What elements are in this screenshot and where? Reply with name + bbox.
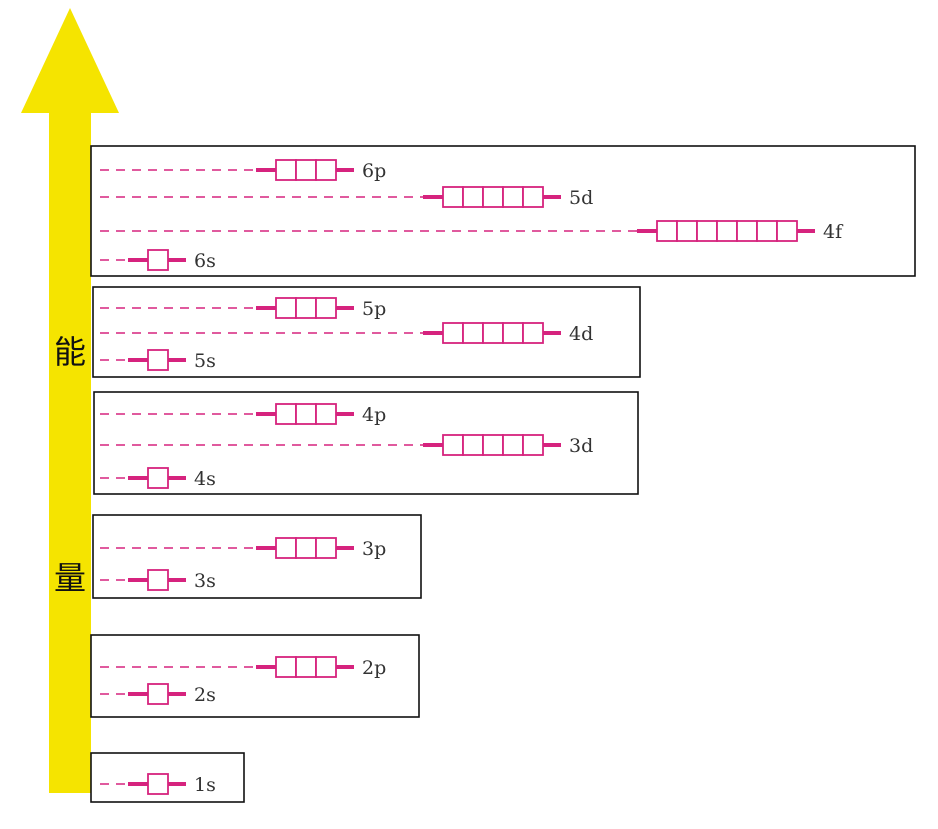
orbital-label: 2s bbox=[194, 684, 216, 706]
orbital-box bbox=[442, 322, 464, 344]
orbital-box bbox=[147, 467, 169, 489]
orbital-label: 4s bbox=[194, 468, 216, 490]
orbital-6s: 6s bbox=[100, 249, 216, 272]
orbital-box bbox=[315, 537, 337, 559]
orbital-box bbox=[656, 220, 678, 242]
orbital-label: 3s bbox=[194, 570, 216, 592]
orbital-2s: 2s bbox=[100, 683, 216, 706]
orbital-box bbox=[315, 656, 337, 678]
orbital-box bbox=[462, 186, 484, 208]
orbital-box bbox=[295, 297, 317, 319]
orbital-box bbox=[462, 322, 484, 344]
orbital-3p: 3p bbox=[100, 537, 386, 560]
orbital-5s: 5s bbox=[100, 349, 216, 372]
orbital-box bbox=[275, 537, 297, 559]
orbital-box bbox=[522, 434, 544, 456]
orbital-box bbox=[315, 403, 337, 425]
orbital-label: 2p bbox=[362, 657, 386, 679]
orbital-2p: 2p bbox=[100, 656, 386, 679]
orbital-box bbox=[462, 434, 484, 456]
orbital-label: 6p bbox=[362, 160, 386, 182]
orbital-3d: 3d bbox=[100, 434, 593, 457]
orbital-box bbox=[482, 434, 504, 456]
orbital-box bbox=[442, 434, 464, 456]
orbital-box bbox=[275, 403, 297, 425]
orbital-label: 3d bbox=[569, 435, 593, 457]
shell-6-frame bbox=[90, 145, 916, 277]
orbital-6p: 6p bbox=[100, 159, 386, 182]
orbital-5p: 5p bbox=[100, 297, 386, 320]
orbital-box bbox=[315, 159, 337, 181]
orbital-box bbox=[295, 403, 317, 425]
orbital-box bbox=[482, 322, 504, 344]
orbital-1s: 1s bbox=[100, 773, 216, 796]
orbital-box bbox=[482, 186, 504, 208]
orbital-5d: 5d bbox=[100, 186, 593, 209]
orbital-4s: 4s bbox=[100, 467, 216, 490]
orbital-box bbox=[522, 322, 544, 344]
orbital-label: 4p bbox=[362, 404, 386, 426]
orbital-box bbox=[275, 159, 297, 181]
orbital-box bbox=[147, 773, 169, 795]
orbital-box bbox=[502, 434, 524, 456]
orbital-box bbox=[147, 683, 169, 705]
orbital-box bbox=[716, 220, 738, 242]
orbital-box bbox=[502, 322, 524, 344]
orbital-box bbox=[502, 186, 524, 208]
orbital-label: 5d bbox=[569, 187, 593, 209]
orbital-box bbox=[295, 656, 317, 678]
energy-arrow bbox=[21, 8, 119, 793]
orbital-box bbox=[147, 249, 169, 271]
orbital-box bbox=[442, 186, 464, 208]
orbital-box bbox=[736, 220, 758, 242]
orbital-box bbox=[696, 220, 718, 242]
orbital-box bbox=[315, 297, 337, 319]
shell-5-frame bbox=[92, 286, 641, 378]
shell-4-frame bbox=[93, 391, 639, 495]
energy-axis-char-2: 量 bbox=[53, 559, 86, 597]
orbital-label: 4f bbox=[823, 221, 844, 243]
orbital-box bbox=[147, 349, 169, 371]
orbital-label: 4d bbox=[569, 323, 593, 345]
orbital-box bbox=[522, 186, 544, 208]
orbital-box bbox=[275, 297, 297, 319]
orbital-label: 3p bbox=[362, 538, 386, 560]
orbital-label: 1s bbox=[194, 774, 216, 796]
orbital-label: 5s bbox=[194, 350, 216, 372]
orbital-label: 5p bbox=[362, 298, 386, 320]
energy-axis-char-1: 能 bbox=[53, 333, 86, 371]
orbital-4f: 4f bbox=[100, 220, 844, 243]
orbital-box bbox=[776, 220, 798, 242]
orbital-box bbox=[147, 569, 169, 591]
shell-3-frame bbox=[92, 514, 422, 599]
orbital-box bbox=[756, 220, 778, 242]
shell-1-frame bbox=[90, 752, 245, 803]
orbital-box bbox=[275, 656, 297, 678]
orbital-label: 6s bbox=[194, 250, 216, 272]
orbital-box bbox=[295, 537, 317, 559]
shell-2-frame bbox=[90, 634, 420, 718]
orbital-box bbox=[676, 220, 698, 242]
orbital-4d: 4d bbox=[100, 322, 593, 345]
orbital-3s: 3s bbox=[100, 569, 216, 592]
orbital-4p: 4p bbox=[100, 403, 386, 426]
orbital-box bbox=[295, 159, 317, 181]
